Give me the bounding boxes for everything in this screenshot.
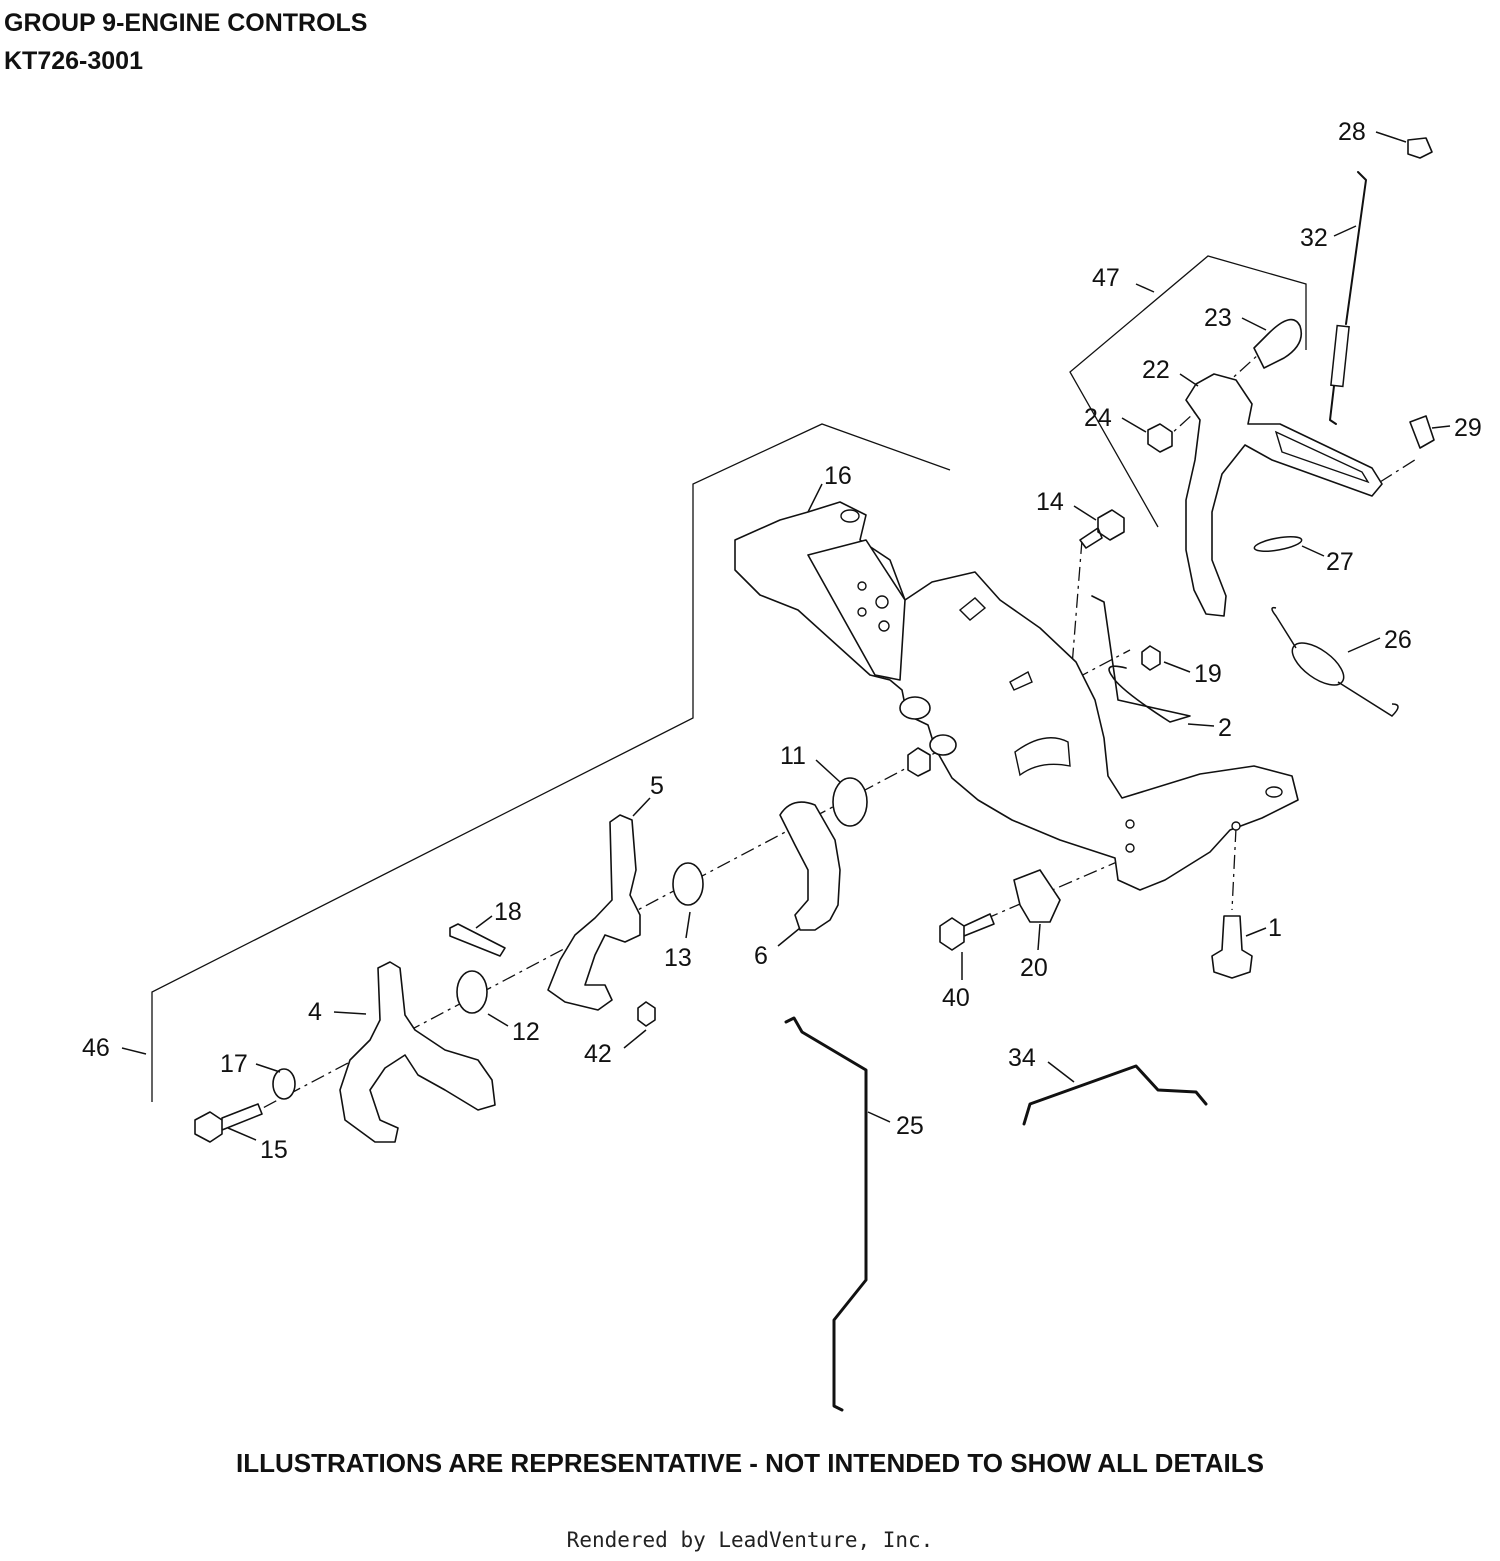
control-bracket-part-16: [734, 501, 1299, 891]
svg-text:28: 28: [1338, 118, 1366, 146]
svg-text:26: 26: [1384, 626, 1412, 654]
callout-26: 26: [1347, 626, 1412, 654]
callout-24: 24: [1084, 404, 1147, 433]
pin-part-23: [1253, 318, 1303, 369]
alignment-line-bolt1: [1231, 827, 1237, 911]
bolt-part-14: [1079, 509, 1125, 549]
bolt-part-40: [939, 913, 995, 951]
spring-coil-part-26: [1291, 642, 1345, 686]
washer-part-17: [272, 1068, 296, 1100]
clip-part-29: [1409, 415, 1435, 449]
assembly-bracket-46: [151, 423, 951, 1102]
callout-15: 15: [227, 1127, 288, 1164]
callout-2: 2: [1187, 714, 1232, 742]
spring-part-26: [1271, 606, 1399, 717]
nut-part-19: [1141, 645, 1161, 671]
lever-part-22: [1185, 373, 1383, 617]
svg-text:34: 34: [1008, 1044, 1036, 1072]
svg-text:18: 18: [494, 898, 522, 926]
callout-19: 19: [1163, 660, 1222, 688]
callout-27: 27: [1301, 545, 1354, 576]
svg-text:46: 46: [82, 1034, 110, 1062]
lever-part-4: [339, 961, 496, 1143]
callout-20: 20: [1020, 923, 1048, 982]
bolt-part-15: [194, 1103, 263, 1143]
svg-text:2: 2: [1218, 714, 1232, 742]
svg-text:14: 14: [1036, 488, 1064, 516]
svg-text:27: 27: [1326, 548, 1354, 576]
callout-14: 14: [1036, 488, 1097, 521]
callout-4: 4: [308, 998, 367, 1026]
render-credit: Rendered by LeadVenture, Inc.: [566, 1528, 934, 1552]
nut-part-24: [1147, 423, 1173, 453]
callout-17: 17: [220, 1050, 281, 1078]
spring-link-part-32: [1329, 171, 1367, 425]
rod-part-34: [1022, 1064, 1208, 1126]
assembly-bracket-47: [1069, 255, 1307, 528]
callout-12: 12: [487, 1013, 540, 1046]
rod-part-25: [784, 1016, 868, 1412]
svg-text:5: 5: [650, 772, 664, 800]
svg-text:16: 16: [824, 462, 852, 490]
callout-1: 1: [1245, 914, 1282, 942]
svg-text:19: 19: [1194, 660, 1222, 688]
callout-16: 16: [807, 462, 852, 513]
callout-32: 32: [1300, 224, 1357, 252]
svg-text:17: 17: [220, 1050, 248, 1078]
wire-spring-part-2: [1091, 595, 1191, 723]
svg-text:47: 47: [1092, 264, 1120, 292]
svg-text:13: 13: [664, 944, 692, 972]
lever-part-5: [547, 814, 641, 1011]
callout-6: 6: [754, 927, 801, 970]
fitting-part-28: [1407, 137, 1433, 159]
svg-text:4: 4: [308, 998, 322, 1026]
nut-part-42: [637, 1001, 656, 1027]
washer-part-11: [832, 777, 868, 827]
disclaimer-note: ILLUSTRATIONS ARE REPRESENTATIVE - NOT I…: [236, 1448, 1264, 1478]
callout-29: 29: [1431, 414, 1482, 442]
svg-text:11: 11: [780, 742, 806, 770]
washer-part-12: [456, 970, 488, 1014]
svg-text:22: 22: [1142, 356, 1170, 384]
callout-47: 47: [1092, 264, 1155, 293]
svg-text:29: 29: [1454, 414, 1482, 442]
callout-13: 13: [664, 911, 692, 972]
svg-text:12: 12: [512, 1018, 540, 1046]
svg-text:24: 24: [1084, 404, 1112, 432]
callout-11: 11: [780, 742, 841, 783]
callout-5: 5: [632, 772, 664, 817]
callout-46: 46: [82, 1034, 147, 1062]
spring-coil-part-32: [1330, 324, 1350, 388]
svg-text:25: 25: [896, 1112, 924, 1140]
callout-23: 23: [1204, 304, 1267, 332]
alignment-line-link: [1379, 457, 1419, 483]
callout-18: 18: [475, 898, 522, 929]
bolt-part-18: [449, 923, 506, 957]
clip-part-20: [1013, 869, 1061, 923]
lever-part-6: [779, 801, 841, 931]
svg-text:32: 32: [1300, 224, 1328, 252]
callout-28: 28: [1338, 118, 1407, 146]
callout-42: 42: [584, 1029, 647, 1068]
svg-text:42: 42: [584, 1040, 612, 1068]
callout-40: 40: [942, 952, 970, 1012]
callout-25: 25: [867, 1111, 924, 1140]
svg-text:20: 20: [1020, 954, 1048, 982]
svg-text:23: 23: [1204, 304, 1232, 332]
washer-part-13: [672, 862, 704, 906]
diagram-title: GROUP 9-ENGINE CONTROLS: [4, 9, 368, 37]
bolt-part-1: [1211, 915, 1253, 979]
callout-34: 34: [1008, 1044, 1075, 1083]
spring-part-27: [1253, 536, 1303, 552]
alignment-line-bolt14: [1071, 539, 1083, 667]
callout-22: 22: [1142, 356, 1199, 387]
bracket-nut: [907, 747, 931, 777]
model-number: KT726-3001: [4, 47, 143, 75]
svg-text:40: 40: [942, 984, 970, 1012]
svg-text:15: 15: [260, 1136, 288, 1164]
svg-text:1: 1: [1268, 914, 1282, 942]
svg-text:6: 6: [754, 942, 768, 970]
